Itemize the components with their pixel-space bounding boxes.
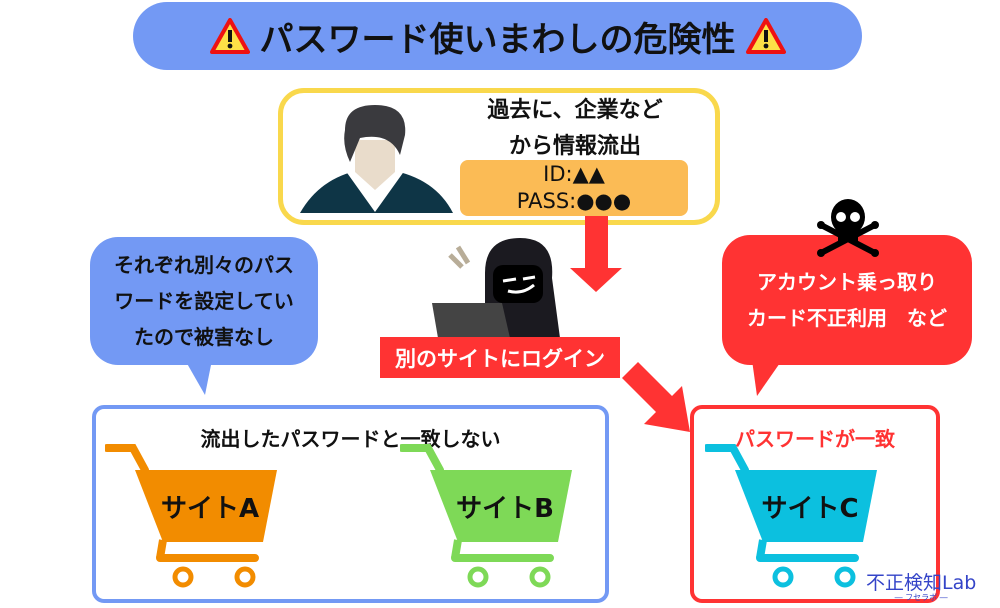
bubble-tail-red: [752, 360, 782, 396]
person-icon: [300, 105, 453, 213]
skull-icon: [817, 199, 879, 257]
warning-icon: [745, 18, 786, 54]
logo-name: 不正検知Lab: [866, 572, 977, 594]
cart-icon-c: [705, 444, 877, 588]
login-label: 別のサイトにログイン: [380, 337, 620, 378]
leak-text-line1: 過去に、企業など: [487, 98, 663, 123]
site-b-label: サイトB: [456, 494, 554, 524]
bubble-tail-blue: [185, 360, 212, 395]
leaked-id: ID:▲▲: [543, 162, 605, 186]
leak-box: [278, 88, 720, 225]
leaked-password: PASS:●●●: [516, 189, 632, 213]
leak-text-line2: から情報流出: [508, 134, 641, 159]
danger-speech-bubble: アカウント乗っ取りカード不正利用 など: [722, 235, 972, 365]
cart-icon-a: [105, 444, 277, 588]
matched-title: パスワードが一致: [735, 427, 895, 451]
bubble-text: アカウント乗っ取り: [757, 270, 937, 294]
bubble-text: カード不正利用 など: [747, 306, 947, 330]
page-title: パスワード使いまわしの危険性: [259, 19, 736, 60]
arrow-down: [570, 216, 622, 292]
title-banner: パスワード使いまわしの危険性: [133, 2, 862, 70]
site-a-label: サイトA: [160, 494, 260, 524]
logo-sub: ― フセラボ ―: [894, 593, 948, 602]
safe-speech-bubble: それぞれ別々のパスワードを設定していたので被害なし: [90, 237, 318, 365]
bubble-text: たので被害なし: [134, 325, 274, 349]
credentials-box: ID:▲▲ PASS:●●●: [460, 160, 688, 216]
hacker-icon: [432, 238, 560, 338]
brand-logo: 不正検知Lab ― フセラボ ―: [866, 568, 976, 603]
bubble-text: それぞれ別々のパス: [114, 253, 294, 277]
bubble-text: ワードを設定してい: [114, 289, 294, 313]
arrow-diagonal: [622, 362, 690, 432]
site-c-label: サイトC: [761, 494, 859, 524]
warning-icon: [209, 18, 250, 54]
cart-icon-b: [400, 444, 572, 588]
unmatched-title: 流出したパスワードと一致しない: [200, 427, 501, 451]
unmatched-sites-box: 流出したパスワードと一致しない: [92, 405, 609, 603]
matched-site-box: パスワードが一致: [690, 405, 940, 603]
